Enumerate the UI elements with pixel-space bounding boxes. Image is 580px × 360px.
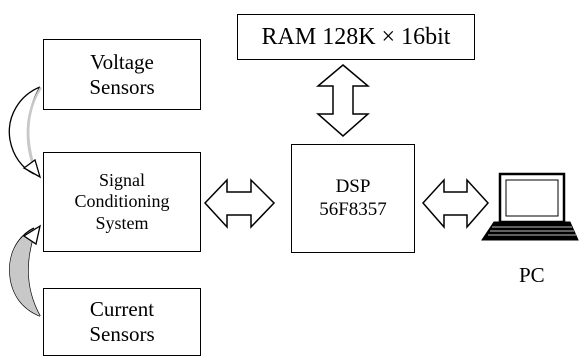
ram-box: RAM 128K × 16bit [237,14,475,60]
voltage-sensors-box: Voltage Sensors [43,39,201,110]
ram-dsp-double-arrow [315,64,371,137]
signal-conditioning-box: Signal Conditioning System [43,152,201,252]
signal-dsp-double-arrow [203,178,276,229]
pc-label: PC [519,263,545,287]
dsp-pc-double-arrow [421,178,490,229]
dsp-box: DSP 56F8357 [291,144,415,253]
current-sensors-box: Current Sensors [43,288,201,356]
voltage-to-signal-curved-arrow [8,86,42,179]
current-to-signal-curved-arrow [9,224,41,317]
laptop-icon [481,172,579,241]
